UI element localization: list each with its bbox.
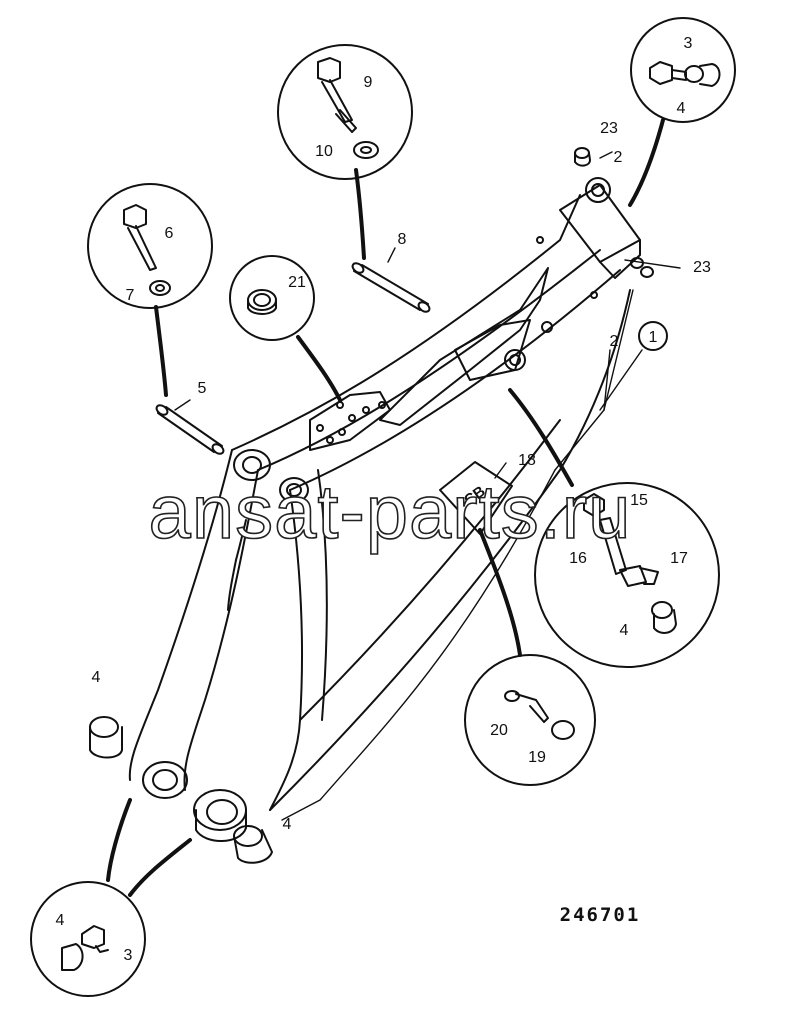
detail-fitting-3-4-top bbox=[630, 17, 736, 123]
callout-4-top: 4 bbox=[677, 100, 686, 117]
callout-6: 6 bbox=[165, 225, 174, 242]
detail-bolt-6 bbox=[87, 183, 213, 309]
callout-1-circle bbox=[638, 321, 668, 351]
detail-fitting-15-16-17 bbox=[534, 482, 720, 668]
callout-1: 1 bbox=[649, 329, 658, 346]
callout-4-bottom-detail: 4 bbox=[56, 912, 65, 929]
callout-15: 15 bbox=[630, 492, 648, 509]
callout-18: 18 bbox=[518, 452, 536, 469]
boom-head-pivots bbox=[233, 449, 309, 503]
boom-arm bbox=[128, 177, 641, 811]
bush-4-left bbox=[89, 716, 123, 759]
callout-4-bottom: 4 bbox=[283, 816, 292, 833]
callout-9: 9 bbox=[364, 74, 373, 91]
callout-8: 8 bbox=[398, 231, 407, 248]
detail-fitting-3-4-bottom bbox=[30, 881, 146, 997]
detail-bolt-9 bbox=[277, 44, 413, 180]
callout-23-right: 23 bbox=[693, 259, 711, 276]
callout-23-top: 23 bbox=[600, 120, 618, 137]
callout-19: 19 bbox=[528, 749, 546, 766]
callout-17: 17 bbox=[670, 550, 688, 567]
callout-leaders bbox=[174, 151, 681, 821]
callout-16: 16 bbox=[569, 550, 587, 567]
detail-leader-lines bbox=[106, 118, 665, 897]
bush-4-bottom bbox=[233, 825, 273, 864]
callout-20: 20 bbox=[490, 722, 508, 739]
shims-23-2-top bbox=[574, 147, 591, 167]
callout-3-top: 3 bbox=[684, 35, 693, 52]
logo-plate-18 bbox=[439, 461, 513, 535]
callout-7: 7 bbox=[126, 287, 135, 304]
callout-2-top: 2 bbox=[614, 149, 623, 166]
pin-5 bbox=[155, 404, 225, 455]
boom-foot-pivots bbox=[142, 761, 247, 842]
callout-2-right: 2 bbox=[610, 333, 619, 350]
shims-23-right bbox=[630, 257, 654, 278]
callout-21: 21 bbox=[288, 274, 306, 291]
watermark-text: ansat-parts.ru bbox=[149, 470, 632, 555]
drawing-number: 246701 bbox=[560, 904, 641, 926]
callout-5: 5 bbox=[198, 380, 207, 397]
callout-3-bottom: 3 bbox=[124, 947, 133, 964]
callout-numbers: 1 2 2 3 3 4 4 4 4 4 5 6 7 8 9 10 15 16 1… bbox=[56, 35, 711, 964]
callout-4-left: 4 bbox=[92, 669, 101, 686]
pin-8 bbox=[351, 262, 431, 313]
callout-10: 10 bbox=[315, 143, 333, 160]
callout-4-detail: 4 bbox=[620, 622, 629, 639]
detail-fitting-21 bbox=[229, 255, 315, 341]
detail-rivet-19-20 bbox=[464, 654, 596, 786]
